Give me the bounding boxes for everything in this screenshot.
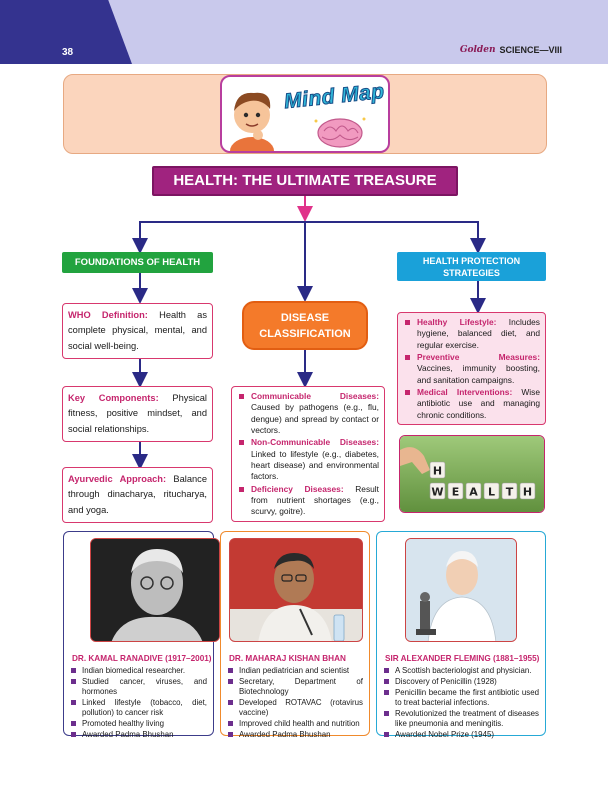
list-item: Linked lifestyle (tobacco, diet, polluti…: [70, 698, 207, 717]
health-wealth-dice-illustration: H W E A L T H: [400, 436, 544, 512]
list-item: Improved child health and nutrition: [227, 719, 363, 729]
health-protection-heading: HEALTH PROTECTION STRATEGIES: [397, 252, 546, 281]
portrait-illustration: [406, 539, 516, 641]
ayurvedic-approach-label: Ayurvedic Approach:: [68, 474, 167, 484]
protection-heading-line1: HEALTH PROTECTION: [422, 256, 521, 266]
dice-letter: L: [488, 486, 495, 499]
cartoon-boy-illustration: [230, 92, 274, 151]
list-item: A Scottish bacteriologist and physician.: [383, 666, 539, 676]
mind-map-badge: Mind Map: [220, 75, 390, 153]
portrait-photo: [90, 538, 220, 642]
key-components-label: Key Components:: [68, 393, 159, 403]
mind-map-root-title: HEALTH: THE ULTIMATE TREASURE: [152, 166, 458, 196]
list-item: Non-Communicable Diseases: Linked to lif…: [237, 437, 379, 482]
who-definition-box: WHO Definition: Health as complete physi…: [62, 303, 213, 359]
person-facts: A Scottish bacteriologist and physician.…: [383, 666, 539, 741]
dice-letter: H: [433, 465, 442, 478]
person-card-maharaj-kishan-bhan: DR. MAHARAJ KISHAN BHAN Indian pediatric…: [220, 531, 370, 739]
health-wealth-dice-image: H W E A L T H: [399, 435, 545, 513]
brain-icon: [314, 117, 366, 148]
disease-heading-line1: DISEASE: [280, 312, 330, 324]
person-card-alexander-fleming: SIR ALEXANDER FLEMING (1881–1955) A Scot…: [376, 531, 546, 739]
dice-letter: W: [431, 486, 443, 499]
list-item: Preventive Measures: Vaccines, immunity …: [403, 352, 540, 386]
ayurvedic-approach-text: Balance through dinacharya, ritucharya, …: [68, 474, 207, 515]
subject-label: SCIENCE—VIII: [499, 45, 562, 55]
dice-letter: A: [469, 486, 478, 499]
key-components-box: Key Components: Physical fitness, positi…: [62, 386, 213, 442]
list-item: Healthy Lifestyle: Includes hygiene, bal…: [403, 317, 540, 351]
portrait-photo: [405, 538, 517, 642]
person-facts: Indian biomedical researcher. Studied ca…: [70, 666, 207, 741]
list-item: Awarded Padma Bhushan: [70, 730, 207, 740]
disease-heading-line2: CLASSIFICATION: [259, 328, 351, 340]
dice-letter: H: [523, 486, 532, 499]
list-item: Deficiency Diseases: Result from nutrien…: [237, 484, 379, 518]
person-card-kamal-ranadive: DR. KAMAL RANADIVE (1917–2001) Indian bi…: [63, 531, 220, 739]
portrait-illustration: [230, 539, 362, 641]
list-item: Awarded Padma Bhushan: [227, 730, 363, 740]
foundations-heading: FOUNDATIONS OF HEALTH: [62, 252, 213, 273]
protection-heading-line2: STRATEGIES: [443, 268, 500, 278]
running-header: Golden SCIENCE—VIII: [460, 45, 562, 55]
disease-types-box: Communicable Diseases: Caused by pathoge…: [231, 386, 385, 522]
list-item: Indian biomedical researcher.: [70, 666, 207, 676]
list-item: Communicable Diseases: Caused by pathoge…: [237, 391, 379, 436]
person-name: SIR ALEXANDER FLEMING (1881–1955): [385, 654, 540, 663]
list-item: Awarded Nobel Prize (1945): [383, 730, 539, 740]
person-facts: Indian pediatrician and scientist Secret…: [227, 666, 363, 741]
disease-classification-heading: DISEASE CLASSIFICATION: [242, 301, 368, 350]
page-number: 38: [62, 47, 74, 58]
list-item: Revolutionized the treatment of diseases…: [383, 709, 539, 728]
who-definition-label: WHO Definition:: [68, 310, 148, 320]
dice-letter: E: [452, 486, 460, 499]
list-item: Penicillin became the first antibiotic u…: [383, 688, 539, 707]
protection-strategies-box: Healthy Lifestyle: Includes hygiene, bal…: [397, 312, 546, 425]
person-name: DR. MAHARAJ KISHAN BHAN: [229, 654, 346, 663]
ayurvedic-approach-box: Ayurvedic Approach: Balance through dina…: [62, 467, 213, 523]
list-item: Discovery of Penicillin (1928): [383, 677, 539, 687]
list-item: Secretary, Department of Biotechnology: [227, 677, 363, 696]
portrait-photo: [229, 538, 363, 642]
list-item: Developed ROTAVAC (rotavirus vaccine): [227, 698, 363, 717]
dice-letter: T: [506, 486, 514, 499]
key-components-text: Physical fitness, positive mindset, and …: [68, 393, 207, 434]
list-item: Medical Interventions: Wise antibiotic u…: [403, 387, 540, 421]
publisher-logo: Golden: [459, 45, 496, 55]
list-item: Studied cancer, viruses, and hormones: [70, 677, 207, 696]
person-name: DR. KAMAL RANADIVE (1917–2001): [72, 654, 212, 663]
list-item: Promoted healthy living: [70, 719, 207, 729]
portrait-illustration: [91, 539, 219, 641]
who-definition-text: Health as complete physical, mental, and…: [68, 310, 207, 351]
list-item: Indian pediatrician and scientist: [227, 666, 363, 676]
page-number-tab: [0, 0, 132, 64]
